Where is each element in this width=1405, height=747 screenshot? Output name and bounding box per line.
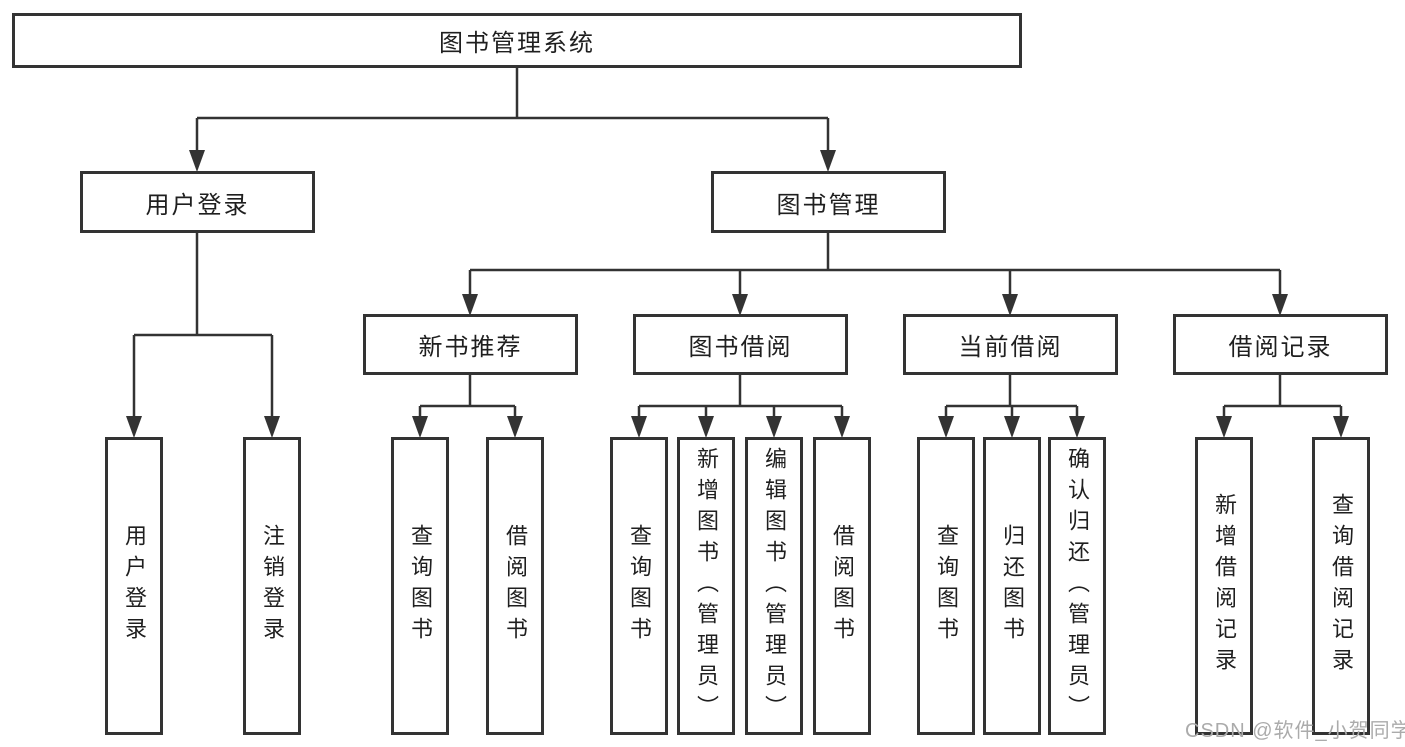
leaf-confirm-return-admin: 确认归还（管理员） [1048,437,1106,735]
node-borrow-record: 借阅记录 [1173,314,1388,375]
node-user-login-module: 用户登录 [80,171,315,233]
node-label: 用户登录 [145,191,250,219]
leaf-borrow-books-recommend: 借阅图书 [486,437,544,735]
leaf-logout: 注销登录 [243,437,301,735]
node-label: 查询图书 [934,524,959,648]
leaf-add-books-admin: 新增图书（管理员） [677,437,735,735]
node-book-management-module: 图书管理 [711,171,946,233]
leaf-query-books-current: 查询图书 [917,437,975,735]
leaf-user-login: 用户登录 [105,437,163,735]
node-book-borrow: 图书借阅 [633,314,848,375]
node-label: 编辑图书（管理员） [762,446,787,726]
node-new-book-recommend: 新书推荐 [363,314,578,375]
leaf-edit-books-admin: 编辑图书（管理员） [745,437,803,735]
arrowheads [126,150,1349,438]
leaf-borrow-books: 借阅图书 [813,437,871,735]
csdn-watermark: CSDN @软件_小贺同学 [1185,720,1405,742]
leaf-return-books: 归还图书 [983,437,1041,735]
node-label: 查询图书 [627,524,652,648]
node-label: 借阅图书 [830,524,855,648]
node-label: 图书管理系统 [439,30,595,57]
leaf-query-borrow-record: 查询借阅记录 [1312,437,1370,735]
node-label: 查询图书 [408,524,433,648]
node-label: 用户登录 [122,524,147,648]
node-label: 查询借阅记录 [1329,493,1354,679]
node-label: 注销登录 [260,524,285,648]
node-label: 确认归还（管理员） [1065,446,1090,726]
node-label: 借阅记录 [1228,334,1333,361]
node-label: 当前借阅 [958,334,1063,361]
node-label: 图书管理 [776,191,881,219]
node-label: 归还图书 [1000,524,1025,648]
node-label: 新增图书（管理员） [694,446,719,726]
node-current-borrow: 当前借阅 [903,314,1118,375]
leaf-query-books-borrow: 查询图书 [610,437,668,735]
leaf-add-borrow-record: 新增借阅记录 [1195,437,1253,735]
leaf-query-books-recommend: 查询图书 [391,437,449,735]
node-label: 图书借阅 [688,334,793,361]
node-label: 新增借阅记录 [1212,493,1237,679]
node-root-system: 图书管理系统 [12,13,1022,68]
node-label: 新书推荐 [418,334,523,361]
node-label: 借阅图书 [503,524,528,648]
